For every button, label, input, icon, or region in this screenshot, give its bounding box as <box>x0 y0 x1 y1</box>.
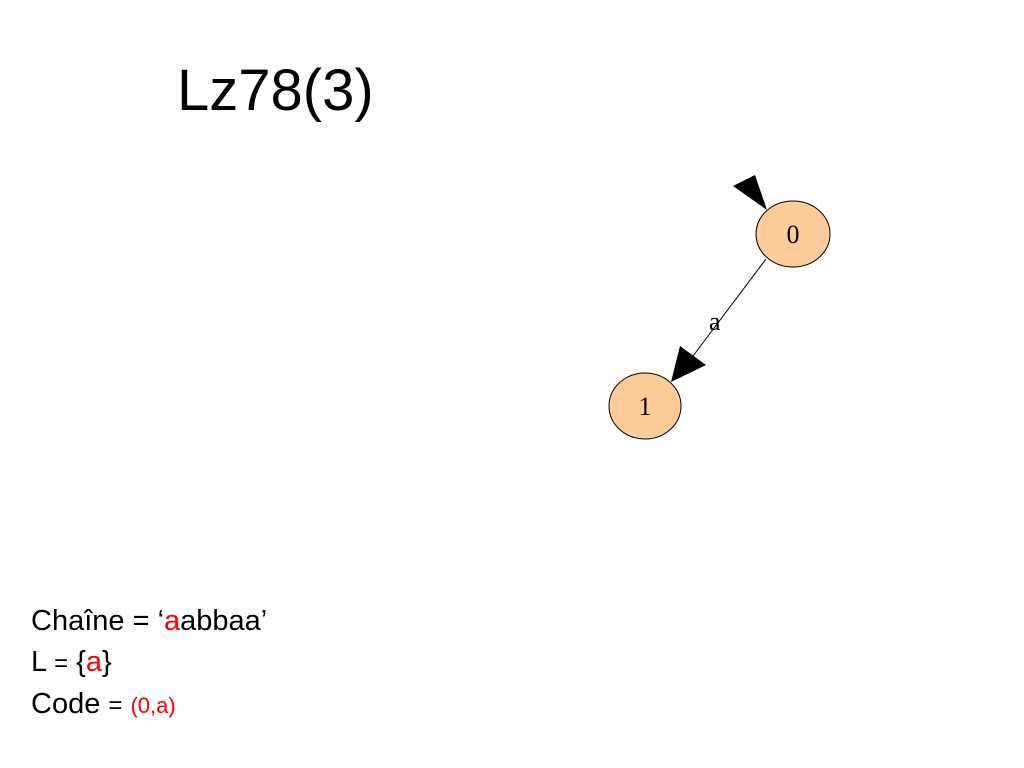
l-highlight: a <box>85 646 103 678</box>
chaine-line: Chaîne = ‘aabbaa’ <box>31 601 267 642</box>
start-arrow <box>733 175 767 210</box>
chaine-prefix: Chaîne = ‘ <box>31 605 165 637</box>
chaine-highlight: a <box>164 605 181 637</box>
node-label: 1 <box>639 392 652 421</box>
edge-label: a <box>709 307 721 336</box>
trie-edge-0-1: a <box>671 258 767 382</box>
l-line: L = {a} <box>31 642 267 684</box>
code-value: (0,a) <box>130 693 176 718</box>
l-prefix: L <box>31 646 55 678</box>
chaine-rest: abbaa’ <box>180 605 268 637</box>
info-block: Chaîne = ‘aabbaa’ L = {a} Code = (0,a) <box>31 601 267 726</box>
slide-title: Lz78(3) <box>177 58 374 123</box>
node-circle <box>755 200 831 268</box>
trie-node-0: 0 <box>755 200 831 268</box>
code-line: Code = (0,a) <box>31 684 267 726</box>
node-circle <box>608 372 682 440</box>
trie-node-1: 1 <box>608 372 682 440</box>
node-label: 0 <box>787 220 800 249</box>
edge-arrowhead <box>671 346 706 382</box>
l-open: { <box>68 646 86 678</box>
code-prefix: Code <box>31 688 109 720</box>
code-equals: = <box>108 692 123 719</box>
l-close: } <box>102 646 112 678</box>
l-equals: = <box>54 650 69 677</box>
